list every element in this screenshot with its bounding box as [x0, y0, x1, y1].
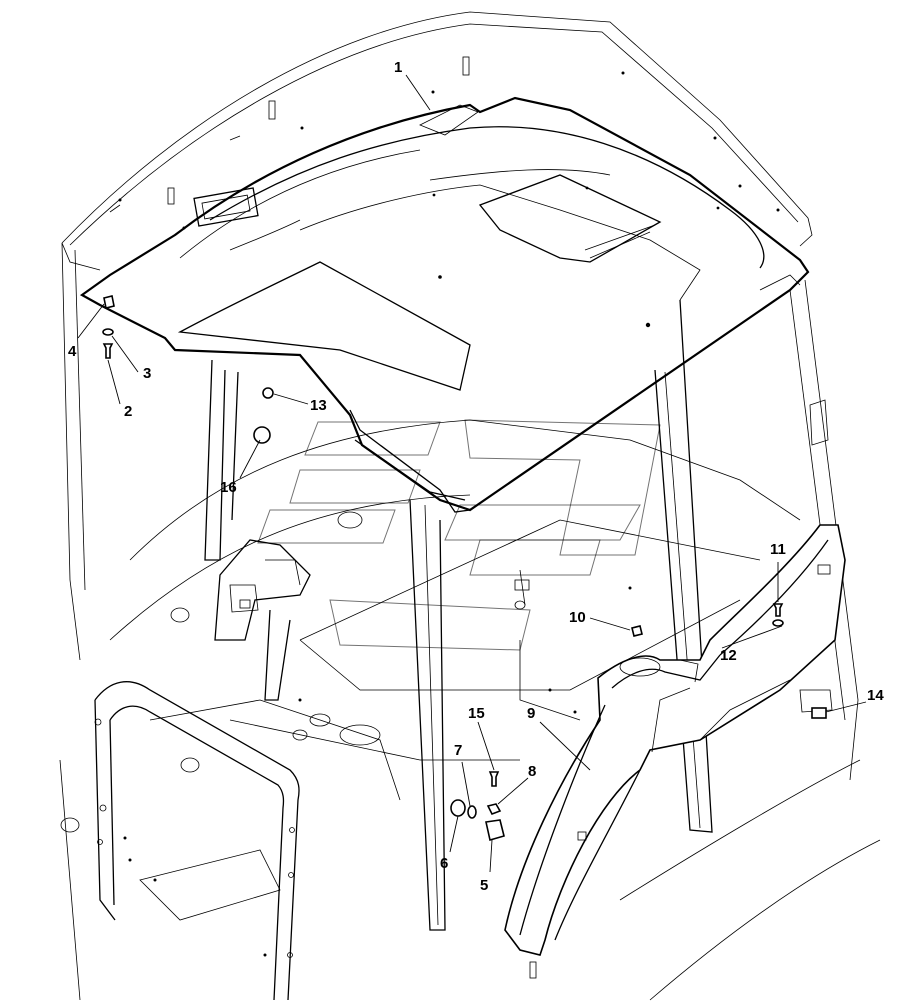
- screw-11-part: [772, 603, 784, 617]
- right-side-details: [519, 399, 833, 719]
- nut-8-part: [486, 803, 502, 816]
- leader-lines: [77, 74, 867, 873]
- callout-5: 5: [480, 877, 488, 894]
- door-frame: [94, 681, 300, 1001]
- callout-1: 1: [394, 59, 402, 76]
- callout-2: 2: [124, 403, 132, 420]
- hardware-parts: [102, 295, 784, 842]
- callout-13: 13: [310, 397, 327, 414]
- callout-3: 3: [143, 365, 151, 382]
- nut-6-part: [450, 799, 466, 817]
- clip-14-part: [811, 707, 827, 719]
- callout-15: 15: [468, 705, 485, 722]
- rear-fender: [504, 524, 846, 979]
- bolt-15-part: [488, 771, 500, 787]
- callout-10: 10: [569, 609, 586, 626]
- callout-14: 14: [867, 687, 884, 704]
- grommet-13-part: [262, 387, 274, 399]
- cab-frame: [61, 242, 859, 931]
- bracket-5-part: [485, 819, 505, 842]
- callout-8: 8: [528, 763, 536, 780]
- callout-9: 9: [527, 705, 535, 722]
- headliner-panel: [79, 96, 810, 513]
- callout-labels: 1 2 3 4 5 6 7 8 9 10 11 12 13 14 15 16: [68, 59, 884, 894]
- washer-3-part: [102, 328, 114, 336]
- callout-6: 6: [440, 855, 448, 872]
- clip-4-part: [103, 295, 115, 309]
- left-console: [214, 539, 311, 701]
- screw-2-part: [102, 343, 114, 359]
- callout-7: 7: [454, 742, 462, 759]
- callout-4: 4: [68, 343, 77, 360]
- washer-12-part: [772, 619, 784, 627]
- spacer-7-part: [467, 805, 477, 819]
- watermark-logo: [257, 419, 661, 651]
- callout-16: 16: [220, 479, 237, 496]
- knob-16-part: [253, 426, 271, 444]
- roof-shell: [61, 11, 813, 271]
- callout-11: 11: [770, 541, 786, 558]
- bolt-10-part: [631, 625, 643, 637]
- roof-studs: [118, 56, 780, 230]
- callout-12: 12: [720, 647, 737, 664]
